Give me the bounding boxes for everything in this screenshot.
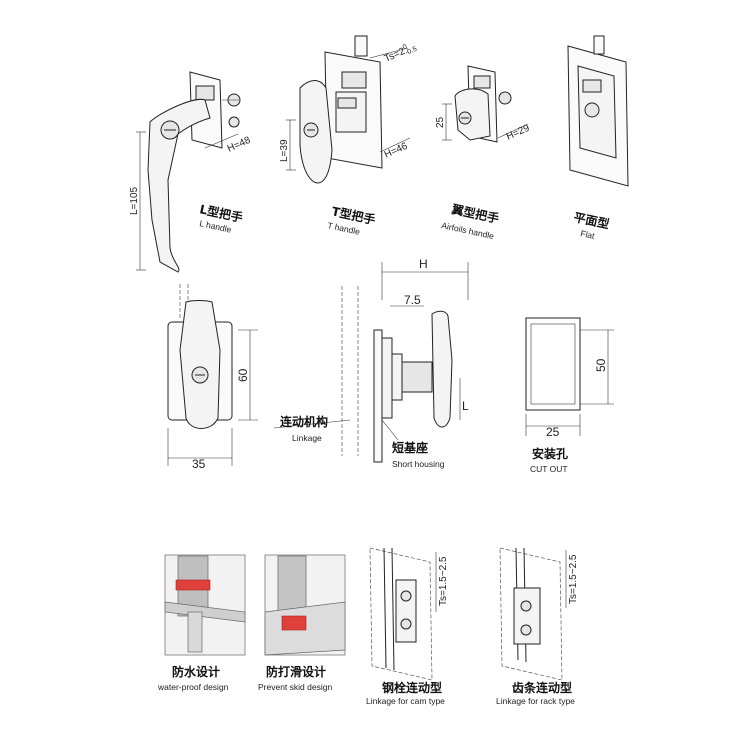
flat-label-cn: 平面型	[572, 209, 610, 231]
cutout-drawing: 50 25 安装孔 CUT OUT	[525, 317, 614, 474]
rack-label-en: Linkage for rack type	[496, 696, 575, 706]
front-view-drawing: 60 35	[167, 284, 258, 471]
skid-label-cn: 防打滑设计	[266, 664, 326, 679]
rack-linkage-detail: Ts=1.5~2.5 齿条连动型 Linkage for rack type	[496, 547, 579, 706]
cam-linkage-detail: Ts=1.5~2.5 钢栓连动型 Linkage for cam type	[366, 547, 449, 706]
linkage-label-en: Linkage	[292, 433, 322, 443]
ts-dim: Ts=20-0.5	[382, 40, 418, 65]
cam-ts-dim: Ts=1.5~2.5	[438, 556, 449, 606]
short-housing-cn: 短基座	[392, 440, 428, 455]
short-housing-en: Short housing	[392, 459, 445, 469]
flat-label-en: Flat	[580, 228, 597, 241]
cam-label-en: Linkage for cam type	[366, 696, 445, 706]
flat-illustration: 平面型 Flat	[567, 35, 629, 241]
a-25-dim: 25	[435, 116, 446, 128]
cutout-label-en: CUT OUT	[530, 464, 568, 474]
airfoils-label-cn: 翼型把手	[449, 201, 500, 226]
airfoils-handle-illustration: 25 H=29 翼型把手 Airfoils handle	[435, 65, 532, 241]
side-l-dim: L	[462, 399, 469, 413]
waterproof-label-cn: 防水设计	[172, 664, 220, 679]
l-handle-illustration: L=105 H=48 L型把手 L handle	[129, 71, 253, 273]
t-h-dim: H=46	[383, 141, 410, 161]
waterproof-label-en: water-proof design	[157, 682, 229, 692]
side-view-drawing: H 7.5 L 连动机构 Linkage 短基座 Short housing	[273, 257, 469, 469]
rack-label-cn: 齿条连动型	[512, 680, 572, 695]
skid-label-en: Prevent skid design	[258, 682, 332, 692]
side-h-dim: H	[419, 257, 428, 271]
a-h-dim: H=29	[505, 123, 532, 143]
cutout-label-cn: 安装孔	[532, 446, 568, 461]
l-length-dim: L=105	[129, 186, 140, 215]
linkage-label-cn: 连动机构	[280, 414, 328, 429]
cutout-h-dim: 50	[594, 358, 608, 372]
rack-ts-dim: Ts=1.5~2.5	[568, 554, 579, 604]
cutout-w-dim: 25	[546, 425, 560, 439]
cam-label-cn: 钢栓连动型	[382, 680, 442, 695]
waterproof-detail: 防水设计 water-proof design	[157, 554, 246, 692]
front-height-dim: 60	[236, 368, 250, 382]
t-l-dim: L=39	[279, 139, 290, 162]
t-handle-illustration: L=39 Ts=20-0.5 H=46 T型把手 T handle	[279, 35, 418, 237]
front-width-dim: 35	[192, 457, 206, 471]
side-75-dim: 7.5	[404, 293, 421, 307]
skid-detail: 防打滑设计 Prevent skid design	[258, 554, 346, 692]
